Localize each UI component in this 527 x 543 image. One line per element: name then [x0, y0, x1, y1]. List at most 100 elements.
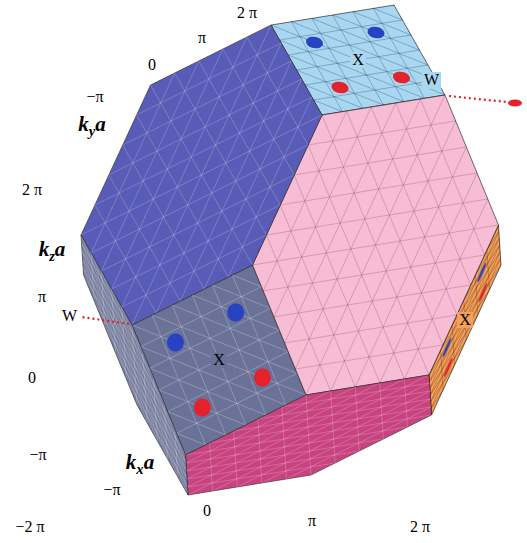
mesh-line: [2, 69, 229, 543]
tick-label: 0: [203, 502, 211, 520]
mesh-line: [88, 0, 383, 499]
mesh-line: [37, 0, 332, 490]
zone-face: [0, 298, 527, 543]
mesh-line: [0, 0, 465, 206]
mesh-line: [0, 89, 215, 471]
mesh-line: [140, 302, 151, 472]
zone-face: [0, 64, 272, 543]
mesh-line: [0, 96, 453, 351]
mesh-line: [21, 89, 248, 543]
tick-label: 2 π: [410, 518, 430, 536]
mesh-line: [10, 123, 226, 505]
face-mesh: [0, 298, 527, 543]
mesh-line: [26, 94, 253, 543]
point-dot: [332, 82, 349, 94]
point-dot: [194, 398, 211, 416]
mesh-line: [171, 368, 182, 538]
point-dot: [254, 368, 271, 386]
mesh-line: [4, 106, 220, 488]
zone-face: [0, 0, 466, 508]
mesh-line: [0, 144, 450, 399]
mesh-line: [181, 390, 192, 543]
mesh-line: [93, 0, 309, 366]
mesh-line: [358, 0, 527, 436]
w-leaders: [82, 96, 522, 324]
tick-label: π: [38, 288, 46, 306]
tick-label: −π: [29, 446, 46, 464]
mesh-line: [150, 0, 366, 303]
point-dot: [393, 72, 410, 84]
point-dot: [443, 338, 452, 358]
mesh-line: [0, 0, 463, 230]
mesh-line: [0, 89, 215, 471]
weyl-points: [167, 27, 487, 417]
point-dot: [444, 358, 453, 378]
mesh-line: [32, 191, 248, 543]
face-mesh: [0, 64, 272, 543]
point-label: W: [62, 307, 77, 325]
mesh-line: [38, 208, 254, 543]
tick-label: −2 π: [15, 518, 44, 536]
mesh-line: [140, 0, 435, 508]
mesh-line: [0, 0, 466, 182]
mesh-line: [24, 413, 527, 498]
mesh-line: [161, 346, 172, 516]
axis-letter: k: [78, 112, 89, 136]
mesh-line: [169, 0, 385, 282]
mesh-line: [0, 48, 457, 303]
mesh-line: [279, 358, 290, 528]
mesh-line: [15, 140, 231, 522]
tick-label: 0: [148, 56, 156, 74]
mesh-line: [71, 0, 366, 496]
mesh-line: [21, 157, 237, 539]
mesh-line: [28, 304, 527, 543]
face-edge: [186, 375, 432, 495]
mesh-line: [316, 0, 527, 543]
axis-letter: k: [39, 237, 50, 261]
face-edge: [81, 25, 322, 325]
mesh-line: [0, 0, 263, 478]
point-dot: [477, 263, 486, 283]
mesh-line: [119, 258, 130, 428]
mesh-line: [43, 225, 259, 543]
axis-letter: a: [95, 112, 106, 136]
mesh-line: [0, 24, 459, 279]
axis-label: kxa: [124, 451, 156, 474]
face-mesh: [0, 0, 466, 508]
mesh-line: [230, 374, 241, 543]
mesh-line: [116, 318, 527, 543]
point-label: X: [350, 52, 366, 69]
mesh-line: [49, 242, 265, 543]
mesh-line: [0, 298, 501, 543]
dotted-leader: [449, 96, 507, 102]
mesh-line: [12, 423, 527, 508]
point-label: X: [457, 312, 473, 329]
mesh-line: [31, 99, 258, 543]
mesh-line: [40, 109, 267, 543]
dotted-leader: [82, 317, 129, 324]
axis-letter: a: [144, 450, 155, 474]
mesh-line: [376, 326, 387, 496]
point-dot: [167, 333, 184, 351]
axis-subscript: y: [89, 124, 96, 140]
axis-subscript: x: [136, 462, 143, 478]
mesh-line: [112, 0, 328, 345]
mesh-line: [87, 192, 98, 362]
mesh-line: [45, 114, 272, 543]
mesh-line: [328, 342, 339, 512]
mesh-line: [36, 104, 263, 543]
tick-label: π: [198, 29, 206, 47]
mesh-line: [131, 0, 347, 324]
point-dot: [479, 283, 488, 303]
mesh-line: [98, 214, 109, 384]
mesh-line: [48, 393, 527, 478]
mesh-line: [129, 280, 140, 450]
face-edge: [81, 235, 188, 495]
mesh-line: [15, 302, 526, 543]
point-label: X: [211, 352, 227, 369]
tick-label: −π: [86, 88, 103, 106]
axis-label: kza: [39, 238, 66, 261]
